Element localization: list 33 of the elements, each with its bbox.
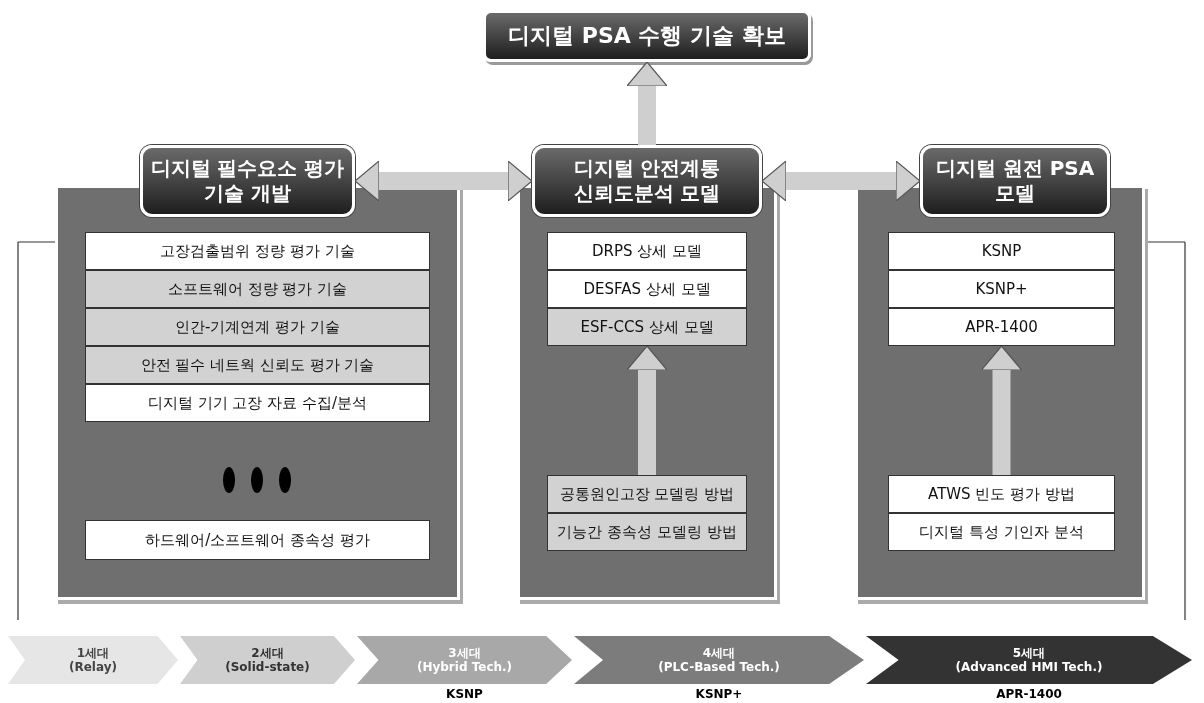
chevron-step: 1세대 (Relay) — [8, 636, 178, 684]
list-item: APR-1400 — [888, 308, 1115, 346]
title-banner: 디지털 PSA 수행 기술 확보 — [483, 10, 811, 62]
plant-label: APR-1400 — [995, 687, 1063, 701]
list-item: 기능간 종속성 모델링 방법 — [547, 513, 747, 551]
plant-label: KSNP — [445, 687, 484, 701]
plant-label: KSNP+ — [694, 687, 744, 701]
block-arrow — [980, 345, 1023, 475]
list-item: 디지털 특성 기인자 분석 — [888, 513, 1115, 551]
list-item: 소프트웨어 정량 평가 기술 — [85, 270, 430, 308]
list-item: 하드웨어/소프트웨어 종속성 평가 — [85, 520, 430, 560]
panel-header: 디지털 필수요소 평가 기술 개발 — [140, 145, 355, 217]
block-arrow — [761, 160, 921, 202]
chevron-step: 3세대 (Hybrid Tech.) — [357, 636, 572, 684]
panel-header: 디지털 안전계통 신뢰도분석 모델 — [532, 145, 762, 217]
block-arrow — [626, 61, 668, 145]
list-item: 디지털 기기 고장 자료 수집/분석 — [85, 384, 430, 422]
block-arrow — [354, 160, 533, 202]
chevron-step: 2세대 (Solid-state) — [180, 636, 355, 684]
chevron-step: 4세대 (PLC-Based Tech.) — [574, 636, 864, 684]
list-item: KSNP+ — [888, 270, 1115, 308]
list-item: 인간-기계연계 평가 기술 — [85, 308, 430, 346]
panel-header: 디지털 원전 PSA 모델 — [920, 145, 1110, 217]
list-item: DRPS 상세 모델 — [547, 232, 747, 270]
list-item: DESFAS 상세 모델 — [547, 270, 747, 308]
list-item: 고장검출범위 정량 평가 기술 — [85, 232, 430, 270]
list-item: ATWS 빈도 평가 방법 — [888, 475, 1115, 513]
block-arrow — [626, 345, 668, 475]
list-item: 공통원인고장 모델링 방법 — [547, 475, 747, 513]
list-item: KSNP — [888, 232, 1115, 270]
list-item: 안전 필수 네트웍 신뢰도 평가 기술 — [85, 346, 430, 384]
list-item: ESF-CCS 상세 모델 — [547, 308, 747, 346]
chevron-step: 5세대 (Advanced HMI Tech.) — [866, 636, 1192, 684]
